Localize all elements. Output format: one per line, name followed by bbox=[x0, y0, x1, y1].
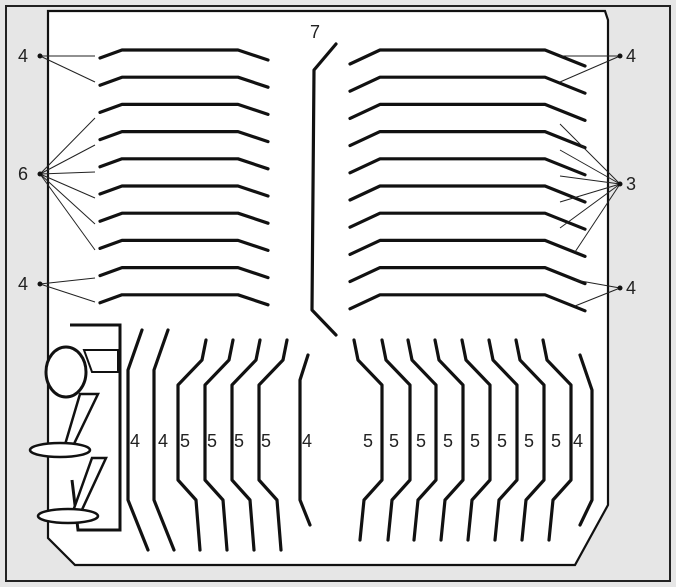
tine-upper-right bbox=[348, 102, 587, 122]
wine-glass-icon bbox=[28, 345, 108, 525]
center-divider bbox=[310, 42, 338, 337]
leader-line bbox=[559, 175, 621, 185]
tine-upper-right bbox=[348, 293, 587, 313]
leader-line bbox=[39, 55, 96, 83]
leader-line bbox=[39, 173, 96, 225]
leader-line bbox=[39, 277, 96, 285]
tine-lower-right bbox=[352, 338, 384, 542]
tine-upper-left bbox=[98, 293, 270, 307]
row-label: 5 bbox=[416, 431, 426, 451]
upper-left-tines bbox=[98, 48, 270, 307]
tine-upper-right bbox=[348, 211, 587, 231]
label-top-right: 4 bbox=[626, 46, 636, 66]
leader-line bbox=[39, 283, 96, 303]
tine-lower-left bbox=[257, 338, 289, 552]
leader-line bbox=[39, 173, 96, 251]
label-top-left: 4 bbox=[18, 46, 28, 66]
row-label: 5 bbox=[234, 431, 244, 451]
leader-line bbox=[574, 183, 621, 253]
tine-lower-right bbox=[541, 338, 573, 542]
lower-row-labels: 4 4 5 5 5 5 4 5 5 5 5 5 5 5 5 4 bbox=[130, 431, 583, 451]
upper-right-tines bbox=[348, 48, 587, 313]
lower-tines bbox=[126, 328, 594, 552]
row-label: 4 bbox=[158, 431, 168, 451]
tine-upper-left bbox=[98, 130, 270, 144]
tine-lower-right bbox=[460, 338, 492, 542]
leader-dot bbox=[617, 285, 623, 291]
row-label: 5 bbox=[470, 431, 480, 451]
glass-foot-upper bbox=[28, 441, 92, 459]
tine-lower-left bbox=[203, 338, 235, 552]
tine-lower-left bbox=[230, 338, 262, 552]
leader-dot bbox=[617, 181, 623, 187]
row-label: 4 bbox=[573, 431, 583, 451]
leader-line bbox=[559, 149, 621, 185]
row-label: 5 bbox=[443, 431, 453, 451]
tine-lower-right bbox=[578, 353, 594, 527]
tine-lower-right bbox=[380, 338, 412, 542]
tine-lower-right bbox=[406, 338, 438, 542]
tine-upper-left bbox=[98, 211, 270, 225]
label-mid-left: 6 bbox=[18, 164, 28, 184]
leader-lines bbox=[37, 53, 623, 307]
row-label: 5 bbox=[180, 431, 190, 451]
leader-line bbox=[559, 183, 621, 229]
row-label: 5 bbox=[389, 431, 399, 451]
leader-dot bbox=[37, 281, 43, 287]
tine-upper-right bbox=[348, 266, 587, 286]
tine-upper-right bbox=[348, 75, 587, 95]
leader-line bbox=[39, 144, 96, 175]
tine-upper-right bbox=[348, 48, 587, 68]
tine-lower-left bbox=[126, 328, 150, 552]
leader-line bbox=[574, 287, 621, 307]
tine-upper-right bbox=[348, 130, 587, 150]
row-label: 4 bbox=[302, 431, 312, 451]
glass-bowl bbox=[44, 345, 88, 399]
tine-upper-left bbox=[98, 102, 270, 116]
label-mid-right: 3 bbox=[626, 174, 636, 194]
leader-line bbox=[39, 173, 96, 199]
tine-lower-right bbox=[514, 338, 546, 542]
tine-lower-right bbox=[487, 338, 519, 542]
tine-upper-left bbox=[98, 157, 270, 171]
row-label: 5 bbox=[207, 431, 217, 451]
tine-lower-left bbox=[152, 328, 176, 552]
leader-line bbox=[39, 117, 96, 175]
leader-line bbox=[559, 55, 621, 83]
tine-upper-right bbox=[348, 184, 587, 204]
label-lower-left: 4 bbox=[18, 274, 28, 294]
row-label: 4 bbox=[130, 431, 140, 451]
row-label: 5 bbox=[363, 431, 373, 451]
tine-lower-right bbox=[433, 338, 465, 542]
row-label: 5 bbox=[524, 431, 534, 451]
leader-line bbox=[559, 123, 621, 185]
glass-foot-lower bbox=[36, 507, 100, 525]
tine-upper-right bbox=[348, 238, 587, 258]
tine-upper-left bbox=[98, 75, 270, 89]
leader-line bbox=[574, 279, 621, 289]
label-center-divider: 7 bbox=[310, 22, 320, 42]
basket-outline bbox=[46, 9, 610, 567]
leader-line bbox=[39, 171, 96, 175]
label-lower-right: 4 bbox=[626, 278, 636, 298]
tine-lower-left bbox=[298, 353, 312, 527]
leader-dot bbox=[617, 53, 623, 59]
row-label: 5 bbox=[551, 431, 561, 451]
leader-dot bbox=[37, 53, 43, 59]
frame-border bbox=[5, 5, 671, 582]
tine-upper-left bbox=[98, 238, 270, 252]
glass-holder-clip bbox=[82, 349, 119, 373]
tine-upper-left bbox=[98, 266, 270, 280]
tine-upper-left bbox=[98, 184, 270, 198]
tine-upper-left bbox=[98, 48, 270, 62]
row-label: 5 bbox=[261, 431, 271, 451]
row-label: 5 bbox=[497, 431, 507, 451]
tine-lower-left bbox=[176, 338, 208, 552]
tine-upper-right bbox=[348, 157, 587, 177]
leader-line bbox=[559, 183, 621, 203]
leader-dot bbox=[37, 171, 43, 177]
